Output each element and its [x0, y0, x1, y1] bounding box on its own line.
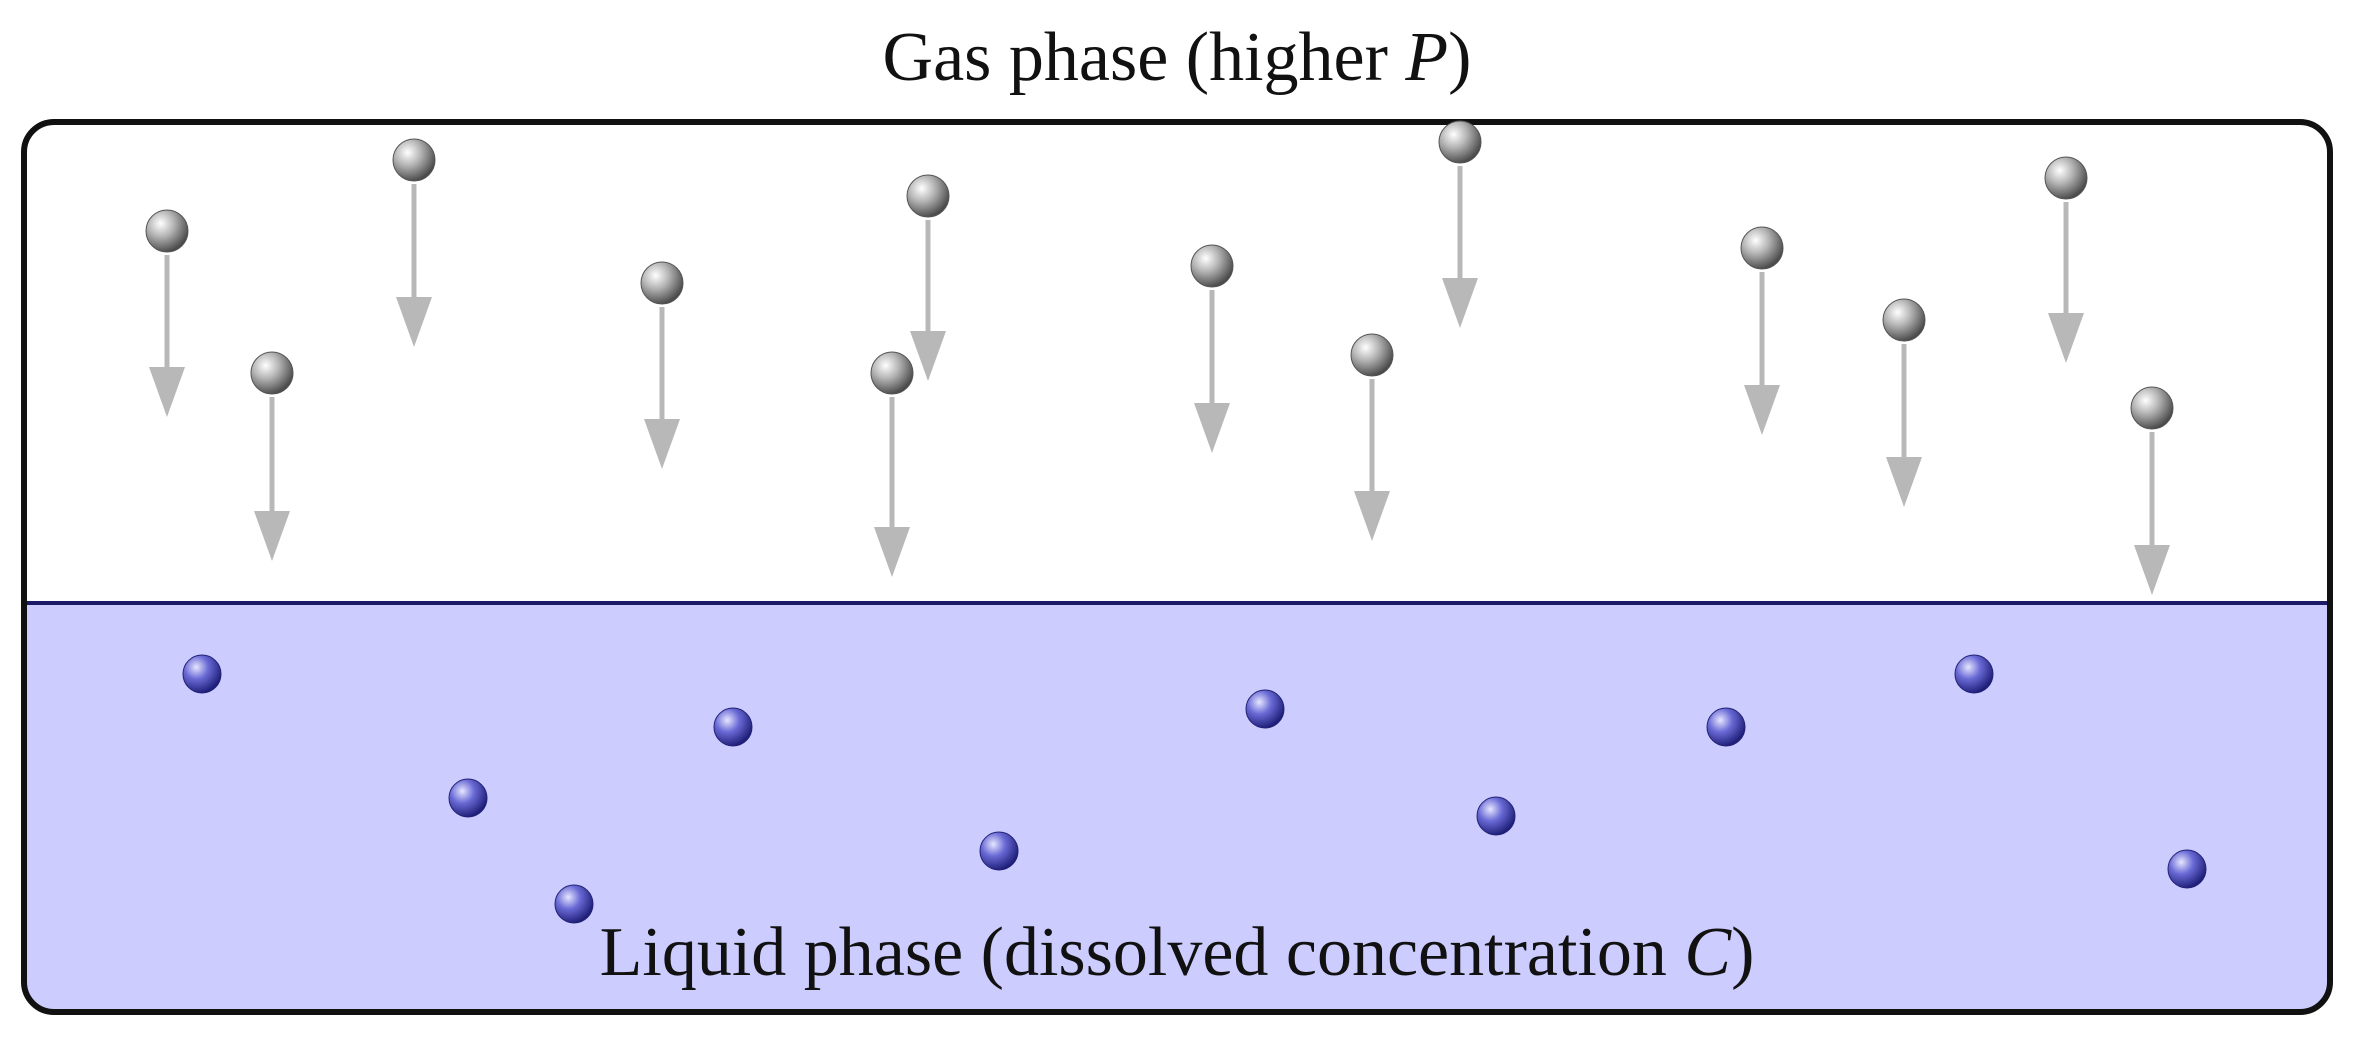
downward-arrow-head: [1354, 491, 1390, 541]
downward-arrow-head: [644, 419, 680, 469]
gas-particle: [145, 209, 189, 253]
dissolved-molecules: [182, 654, 2207, 924]
gas-molecule: [1350, 333, 1394, 541]
downward-arrow-head: [1744, 385, 1780, 435]
dissolved-particle: [554, 884, 594, 924]
downward-arrow-head: [910, 331, 946, 381]
downward-arrow-head: [1442, 278, 1478, 328]
dissolved-particle: [713, 707, 753, 747]
gas-molecule: [2130, 386, 2174, 595]
liquid-label-prefix: Liquid phase (dissolved concentration: [600, 914, 1685, 991]
liquid-phase-region: [24, 602, 2330, 1012]
liquid-phase-label: Liquid phase (dissolved concentration C): [600, 914, 1755, 991]
gas-label-suffix: ): [1448, 19, 1471, 96]
gas-molecule: [870, 351, 914, 577]
dissolved-particle: [1476, 796, 1516, 836]
dissolved-particle: [182, 654, 222, 694]
dissolved-particle: [979, 831, 1019, 871]
dissolved-particle: [1245, 689, 1285, 729]
downward-arrow-head: [2134, 545, 2170, 595]
gas-label-variable: P: [1404, 19, 1448, 96]
gas-molecules: [145, 120, 2174, 595]
downward-arrow-head: [254, 511, 290, 561]
gas-molecule: [145, 209, 189, 417]
liquid-label-variable: C: [1684, 914, 1732, 991]
gas-particle: [250, 351, 294, 395]
liquid-label-suffix: ): [1731, 914, 1754, 991]
gas-particle: [870, 351, 914, 395]
gas-molecule: [906, 174, 950, 381]
downward-arrow-head: [874, 527, 910, 577]
gas-particle: [1350, 333, 1394, 377]
container-outline: [21, 119, 2333, 1015]
downward-arrow-head: [149, 367, 185, 417]
gas-molecule: [1882, 298, 1926, 507]
gas-particle: [906, 174, 950, 218]
gas-phase-label: Gas phase (higher P): [883, 19, 1472, 96]
downward-arrow-head: [1886, 457, 1922, 507]
dissolved-particle: [448, 778, 488, 818]
gas-particle: [1190, 244, 1234, 288]
gas-particle: [2044, 156, 2088, 200]
downward-arrow-head: [396, 297, 432, 347]
gas-particle: [640, 261, 684, 305]
gas-molecule: [1190, 244, 1234, 453]
gas-molecule: [2044, 156, 2088, 363]
dissolved-particle: [2167, 849, 2207, 889]
gas-particle: [2130, 386, 2174, 430]
gas-particle: [1882, 298, 1926, 342]
dissolved-particle: [1954, 654, 1994, 694]
gas-particle: [1438, 120, 1482, 164]
downward-arrow-head: [1194, 403, 1230, 453]
downward-arrow-head: [2048, 313, 2084, 363]
gas-label-prefix: Gas phase (higher: [883, 19, 1406, 96]
gas-molecule: [392, 138, 436, 347]
gas-molecule: [1438, 120, 1482, 328]
gas-particle: [392, 138, 436, 182]
gas-molecule: [1740, 226, 1784, 435]
gas-molecule: [250, 351, 294, 561]
gas-molecule: [640, 261, 684, 469]
gas-particle: [1740, 226, 1784, 270]
dissolved-particle: [1706, 707, 1746, 747]
